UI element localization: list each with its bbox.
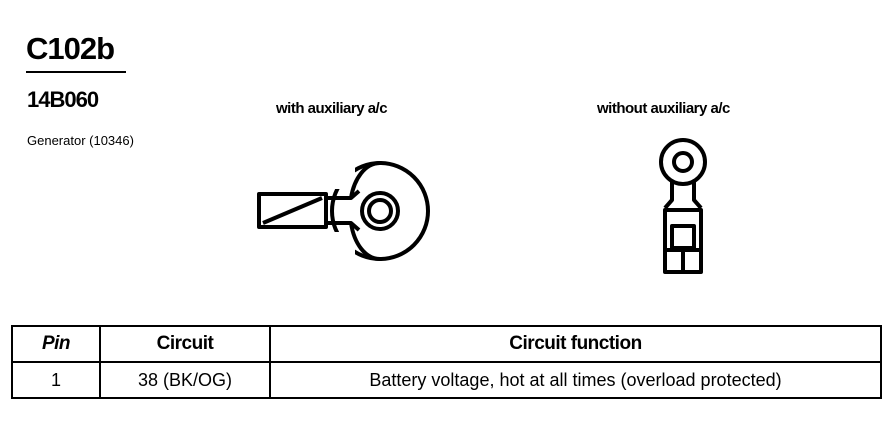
table-header-row: Pin Circuit Circuit function	[11, 325, 882, 363]
cell-circuit: 38 (BK/OG)	[99, 361, 271, 399]
connector-id: C102b	[26, 31, 115, 66]
header-circuit: Circuit	[99, 325, 271, 363]
variant-label-without-aux-ac: without auxiliary a/c	[597, 100, 730, 117]
variant-label-with-aux-ac: with auxiliary a/c	[276, 100, 388, 117]
component-name: Generator (10346)	[27, 133, 134, 148]
cell-circuit-function: Battery voltage, hot at all times (overl…	[269, 361, 882, 399]
ring-terminal-vertical-icon	[659, 138, 707, 274]
header-pin: Pin	[11, 325, 101, 363]
table-row: 1 38 (BK/OG) Battery voltage, hot at all…	[11, 361, 882, 399]
header-circuit-function: Circuit function	[269, 325, 882, 363]
part-number: 14B060	[27, 87, 99, 112]
cell-pin: 1	[11, 361, 101, 399]
title-underline	[26, 71, 126, 73]
ring-terminal-horizontal-icon	[257, 161, 430, 261]
pin-table: Pin Circuit Circuit function 1 38 (BK/OG…	[11, 325, 882, 399]
